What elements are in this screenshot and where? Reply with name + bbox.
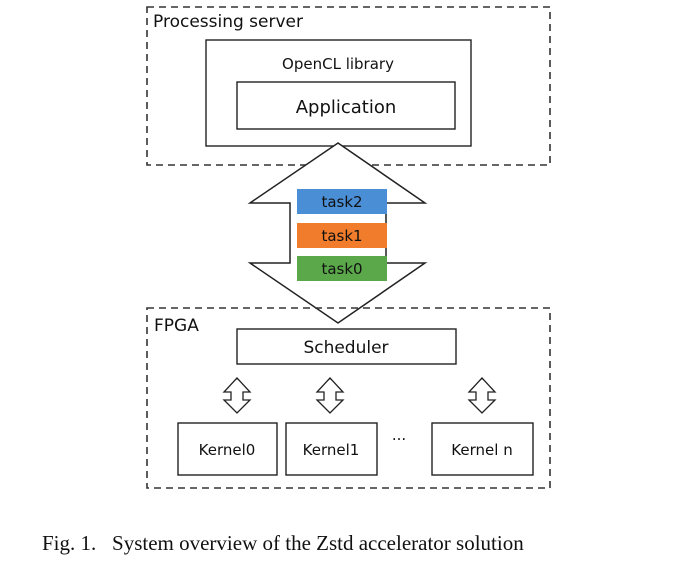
task0-label: task0 — [321, 260, 362, 278]
application-label: Application — [296, 97, 397, 118]
kernel-link-arrows — [222, 377, 497, 414]
task2-bar — [297, 189, 387, 214]
application-box — [236, 81, 456, 130]
figure-caption: Fig. 1. System overview of the Zstd acce… — [42, 531, 524, 555]
kernel1-link-arrow — [315, 377, 345, 414]
kernel0-box — [177, 422, 278, 476]
task1-bar — [297, 223, 387, 248]
kernel-ellipsis: ... — [392, 426, 406, 444]
task2-label: task2 — [321, 193, 362, 211]
kerneln-box — [431, 422, 534, 476]
fpga-title: FPGA — [154, 316, 199, 336]
task-queue: task2 task1 task0 — [297, 189, 387, 281]
processing-server-title: Processing server — [153, 12, 303, 32]
task0-bar — [297, 256, 387, 281]
kernel1-label: Kernel1 — [303, 441, 360, 459]
opencl-library-label: OpenCL library — [282, 55, 394, 73]
scheduler-label: Scheduler — [303, 338, 388, 358]
task1-label: task1 — [321, 227, 362, 245]
fpga-box — [146, 307, 551, 489]
kernel1-box — [285, 422, 378, 476]
kernel0-label: Kernel0 — [199, 441, 256, 459]
kerneln-label: Kernel n — [451, 441, 512, 459]
scheduler-box — [236, 328, 457, 365]
kernel0-link-arrow — [222, 377, 252, 414]
kerneln-link-arrow — [467, 377, 497, 414]
